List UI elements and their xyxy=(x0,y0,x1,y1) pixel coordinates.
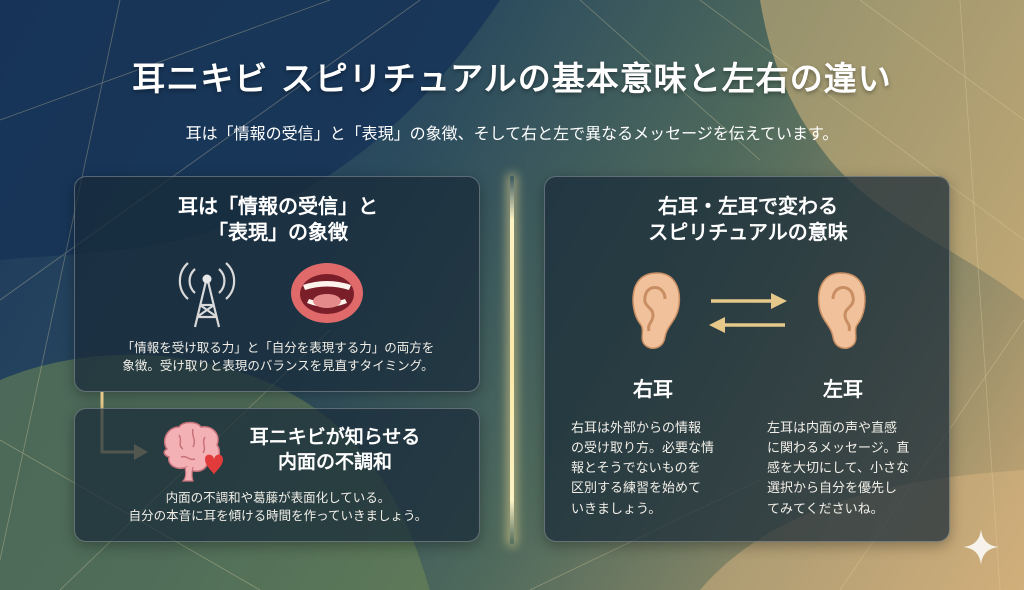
inner-card: 耳ニキビが知らせる 内面の不調和 内面の不調和や葛藤が表面化している。 自分の本… xyxy=(74,408,480,542)
inner-card-text: 内面の不調和や葛藤が表面化している。 自分の本音に耳を傾ける時間を作っていきまし… xyxy=(128,490,428,524)
brain-heart-icon xyxy=(163,421,223,482)
open-mouth-icon xyxy=(291,263,363,323)
inner-card-heading: 耳ニキビが知らせる 内面の不調和 xyxy=(249,426,421,473)
page-subtitle: 耳は「情報の受信」と「表現」の象徴、そして右と左で異なるメッセージを伝えています… xyxy=(185,124,839,143)
left-ear-label: 左耳 xyxy=(823,377,863,401)
exchange-arrows-icon xyxy=(709,293,787,333)
glowing-divider xyxy=(510,176,514,544)
ears-card-heading: 右耳・左耳で変わる スピリチュアルの意味 xyxy=(648,194,848,244)
sparkle-icon xyxy=(963,529,999,565)
right-ear-label: 右耳 xyxy=(633,377,673,401)
right-ear-icon xyxy=(632,272,681,350)
symbol-card-text: 「情報を受け取る力」と「自分を表現する力」の両方を 象徴。受け取りと表現のバラン… xyxy=(121,340,435,374)
right-ear-text: 右耳は外部からの情報 の受け取り方。必要な情 報とそうでないものを 区別する練習… xyxy=(571,421,715,517)
symbol-card: 耳は「情報の受信」と 「表現」の象徴 「情報を受け取る力」と「自分を表現する力」… xyxy=(74,176,480,392)
antenna-tower-icon xyxy=(178,262,236,328)
left-ear-text: 左耳は内面の声や直感 に関わるメッセージ。直 感を大切にして、小さな 選択から自… xyxy=(767,421,910,517)
symbol-card-heading: 耳は「情報の受信」と 「表現」の象徴 xyxy=(178,194,378,244)
ears-card: 右耳・左耳で変わる スピリチュアルの意味 右耳 左耳 右耳は外部からの情報 の受… xyxy=(544,176,950,542)
page-title: 耳ニキビ スピリチュアルの基本意味と左右の違い xyxy=(132,59,892,98)
left-ear-icon xyxy=(817,272,866,350)
